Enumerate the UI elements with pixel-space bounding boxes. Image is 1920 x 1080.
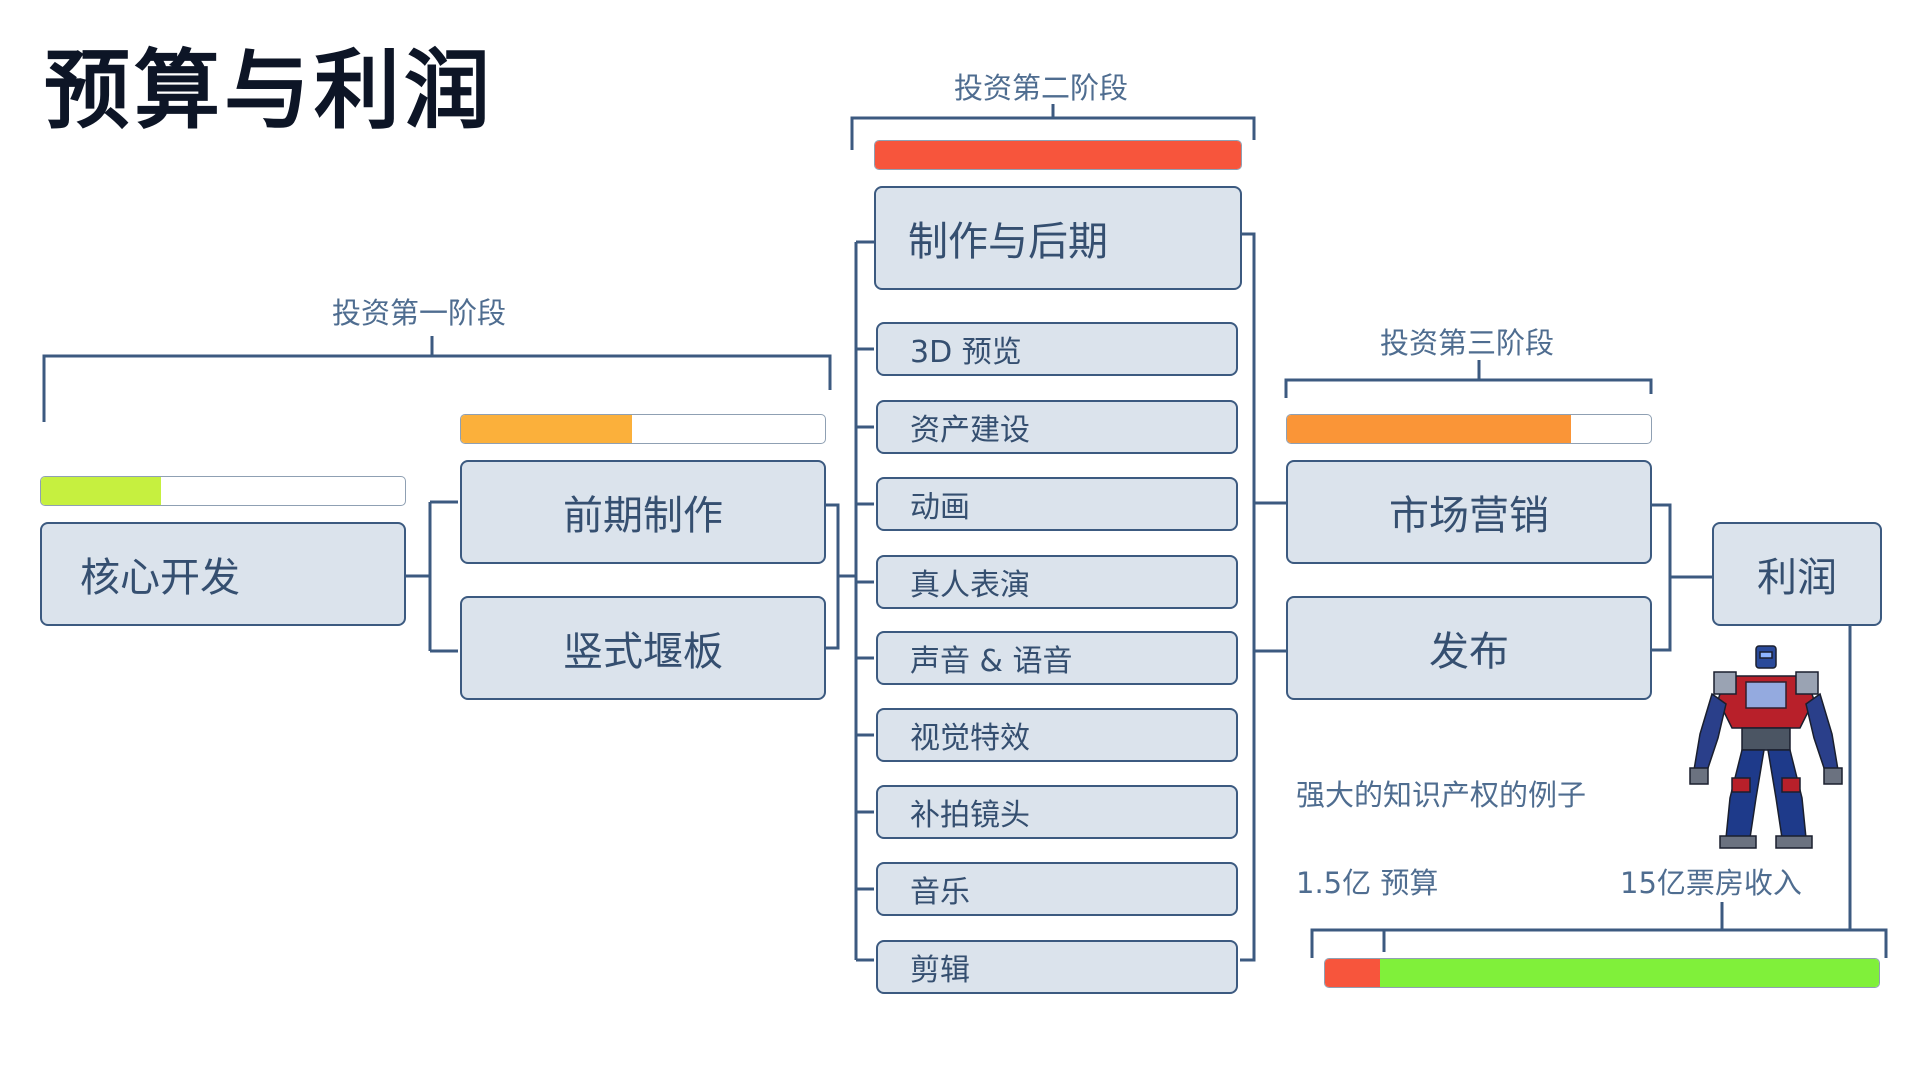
budget-revenue-bar (1324, 958, 1880, 988)
node-profit: 利润 (1712, 522, 1882, 626)
revenue-bracket (1310, 928, 1888, 958)
phase3-connector (1254, 501, 1286, 653)
production-item-animation: 动画 (876, 477, 1238, 531)
page-title: 预算与利润 (44, 41, 494, 141)
production-progress-fill (875, 141, 1241, 169)
production-right-rail (1240, 232, 1256, 962)
marketing-progress-fill (1287, 415, 1571, 443)
phase3-bracket (1284, 378, 1653, 398)
node-preproduction: 前期制作 (460, 460, 826, 564)
core-connector (406, 500, 458, 653)
preproduction-progress-fill (461, 415, 633, 443)
node-core-dev: 核心开发 (40, 522, 406, 626)
phase2-label: 投资第二阶段 (954, 71, 1129, 105)
node-production-post: 制作与后期 (874, 186, 1242, 290)
phase3-label: 投资第三阶段 (1380, 326, 1555, 360)
node-release: 发布 (1286, 596, 1652, 700)
transformer-robot-icon (1689, 645, 1843, 849)
budget-label: 1.5亿 预算 (1296, 866, 1439, 900)
node-marketing: 市场营销 (1286, 460, 1652, 564)
production-progress-bar (874, 140, 1242, 170)
production-item-vfx: 视觉特效 (876, 708, 1238, 762)
phase1-bracket (42, 354, 832, 422)
preproduction-progress-bar (460, 414, 826, 444)
production-item-music: 音乐 (876, 862, 1238, 916)
core-dev-progress-fill (41, 477, 162, 505)
pre-connector (826, 503, 856, 650)
production-item-previz: 3D 预览 (876, 322, 1238, 376)
phase1-label: 投资第一阶段 (332, 296, 507, 330)
marketing-progress-bar (1286, 414, 1652, 444)
production-item-reshoots: 补拍镜头 (876, 785, 1238, 839)
budget-fill (1325, 959, 1381, 987)
node-vertical-slice: 竖式堰板 (460, 596, 826, 700)
production-item-sound-voice: 声音 & 语音 (876, 631, 1238, 685)
production-item-live-action: 真人表演 (876, 555, 1238, 609)
ip-example-caption: 强大的知识产权的例子 (1296, 778, 1587, 812)
core-dev-progress-bar (40, 476, 406, 506)
revenue-label: 15亿票房收入 (1620, 866, 1802, 900)
profit-connector (1652, 503, 1712, 652)
revenue-fill (1380, 959, 1879, 987)
production-item-assets: 资产建设 (876, 400, 1238, 454)
production-item-editing: 剪辑 (876, 940, 1238, 994)
production-left-ticks (856, 240, 874, 962)
